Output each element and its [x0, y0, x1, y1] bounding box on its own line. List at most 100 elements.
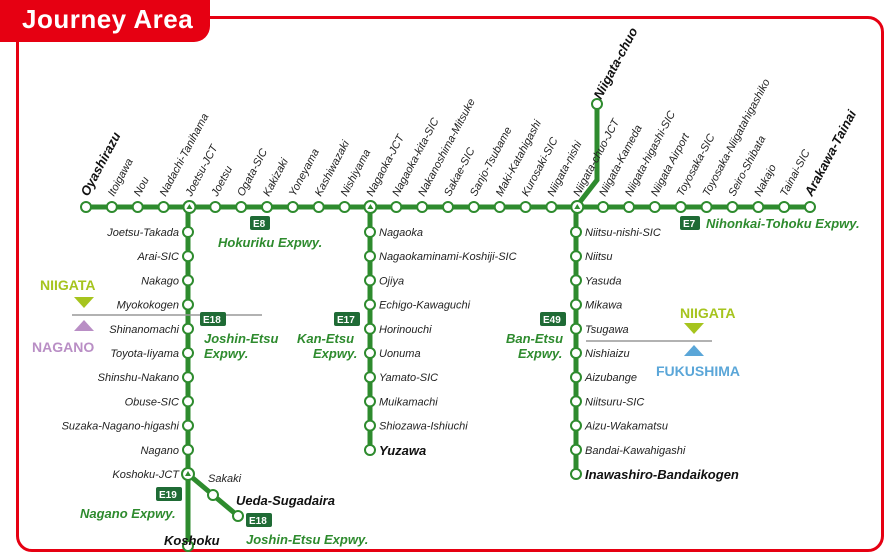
station-toyosaka-niigatahigashiko-marker: [700, 201, 713, 213]
station-kurosaki-sic-marker: [519, 201, 532, 213]
e18-ueda-badge: E18: [246, 513, 272, 527]
junction-nagaoka-jct-icon: [367, 204, 374, 209]
fukushima-arrow: [684, 345, 704, 356]
station-joetsu-takada-marker: [182, 226, 194, 238]
station-myokokogen-label: Myokokogen: [117, 300, 179, 312]
junction-niigata-chuo-jct-icon: [574, 204, 581, 209]
station-niitsuru-sic-label: Niitsuru-SIC: [585, 396, 644, 408]
station-nou-marker: [131, 201, 144, 213]
station-sakae-sic-marker: [442, 201, 454, 213]
station-shinshu-nakano-marker: [182, 371, 194, 384]
svg-text:E18: E18: [203, 315, 221, 326]
station-tsugawa-label: Tsugawa: [585, 324, 629, 336]
station-horinouchi-marker: [364, 322, 376, 335]
station-nagano-label: Nagano: [140, 445, 179, 457]
banetsu-expwy-label-1: Ban-Etsu: [506, 331, 563, 346]
junction-koshoku-jct-icon: [185, 471, 191, 476]
svg-text:E19: E19: [159, 490, 177, 501]
station-niitsu-nishi-sic-marker: [570, 226, 582, 238]
station-ueda-sugadaira-marker: [232, 510, 244, 522]
station-nagaoka-marker: [364, 226, 376, 238]
e18-joshinetsu-badge: E18: [200, 312, 226, 326]
station-shiozawa-ishiuchi-marker: [364, 419, 376, 432]
nihonkai-tohoku-expwy-label: Nihonkai-Tohoku Expwy.: [706, 216, 860, 231]
station-niigata-airport-marker: [648, 201, 661, 213]
niigata-right-label: NIIGATA: [680, 305, 735, 321]
station-uonuma-label: Uonuma: [379, 348, 421, 360]
station-bandai-kawahigashi-label: Bandai-Kawahigashi: [585, 445, 686, 457]
nagano-label: NAGANO: [32, 339, 94, 355]
station-yoneyama-marker: [286, 201, 299, 213]
map-title: Journey Area: [22, 4, 194, 34]
station-niitsu-label: Niitsu: [585, 251, 613, 263]
station-inawashiro-bandaikogen-marker: [570, 468, 582, 480]
joshinetsu-expwy-label-2: Expwy.: [204, 346, 248, 361]
station-joetsu-marker: [209, 201, 222, 213]
niigata-left-label: NIIGATA: [40, 277, 95, 293]
junction-joetsu-jct-icon: [186, 204, 193, 209]
svg-text:E49: E49: [543, 315, 561, 326]
kanetsu-expwy-label-2: Expwy.: [313, 346, 357, 361]
station-niitsuru-sic-marker: [570, 395, 582, 408]
svg-text:E8: E8: [253, 219, 266, 230]
station-ojiya-marker: [364, 274, 376, 287]
station-kakizaki-marker: [261, 201, 273, 213]
station-nou-label: Nou: [132, 175, 152, 198]
station-sanjo-tsubame-marker: [467, 201, 480, 213]
station-koshoku-jct-label: Koshoku-JCT: [112, 469, 180, 481]
station-toyota-iiyama-marker: [182, 347, 194, 359]
station-bandai-kawahigashi-marker: [570, 443, 582, 456]
station-sakaki-label: Sakaki: [208, 473, 242, 485]
station-nakago-label: Nakago: [141, 275, 179, 287]
station-nagaokaminami-koshiji-sic-label: Nagaokaminami-Koshiji-SIC: [379, 251, 517, 263]
station-oyashirazu-marker: [80, 201, 92, 213]
station-ojiya-label: Ojiya: [379, 275, 404, 287]
station-aizubange-label: Aizubange: [584, 372, 637, 384]
station-nadachi-tanihama-marker: [157, 201, 170, 213]
hokuriku-expwy-label: Hokuriku Expwy.: [218, 235, 322, 250]
station-niigata-chuo-marker: [591, 98, 603, 110]
station-aizu-wakamatsu-label: Aizu-Wakamatsu: [584, 421, 668, 433]
station-aizu-wakamatsu-marker: [570, 419, 582, 432]
station-arai-sic-marker: [182, 250, 194, 263]
e17-badge: E17: [334, 312, 360, 326]
station-myokokogen-marker: [182, 298, 194, 311]
nagano-arrow: [74, 320, 94, 331]
e8-badge: E8: [250, 216, 270, 230]
svg-text:E7: E7: [683, 219, 696, 230]
station-niitsu-nishi-sic-label: Niitsu-nishi-SIC: [585, 227, 661, 239]
station-ueda-sugadaira-label: Ueda-Sugadaira: [236, 493, 335, 508]
station-niigata-chuo-label: Niigata-chuo: [590, 25, 640, 102]
station-nakajo-marker: [752, 201, 765, 213]
station-yasuda-marker: [570, 274, 582, 287]
station-yamato-sic-marker: [364, 371, 376, 384]
station-itoigawa-marker: [105, 201, 118, 213]
station-maki-katahigashi-marker: [493, 201, 506, 213]
niigata-right-arrow: [684, 323, 704, 334]
map-frame: [16, 16, 884, 552]
niigata-chuo-branch-line: [573, 101, 600, 210]
station-toyota-iiyama-label: Toyota-Iiyama: [110, 348, 179, 360]
station-seiro-shibata-marker: [726, 201, 739, 213]
station-mikawa-label: Mikawa: [585, 300, 622, 312]
joshinetsu-expwy-ueda-label: Joshin-Etsu Expwy.: [246, 532, 368, 547]
title-tab: Journey Area: [0, 0, 210, 42]
station-nakajo-label: Nakajo: [752, 163, 779, 199]
niigata-left-arrow: [74, 297, 94, 308]
station-yasuda-label: Yasuda: [585, 275, 622, 287]
station-shinanomachi-label: Shinanomachi: [109, 324, 179, 336]
station-koshoku-marker: [182, 540, 194, 552]
station-niitsu-marker: [570, 250, 582, 263]
station-tsugawa-marker: [570, 322, 582, 335]
station-suzaka-nagano-higashi-marker: [182, 419, 194, 432]
station-muikamachi-marker: [364, 395, 376, 408]
station-uonuma-marker: [364, 347, 376, 359]
station-nishiaizu-label: Nishiaizu: [585, 348, 630, 360]
station-echigo-kawaguchi-label: Echigo-Kawaguchi: [379, 300, 471, 312]
svg-text:E18: E18: [249, 516, 267, 527]
joshinetsu-expwy-label-1: Joshin-Etsu: [204, 331, 278, 346]
station-muikamachi-label: Muikamachi: [379, 396, 438, 408]
station-joetsu-label: Joetsu: [209, 164, 235, 199]
